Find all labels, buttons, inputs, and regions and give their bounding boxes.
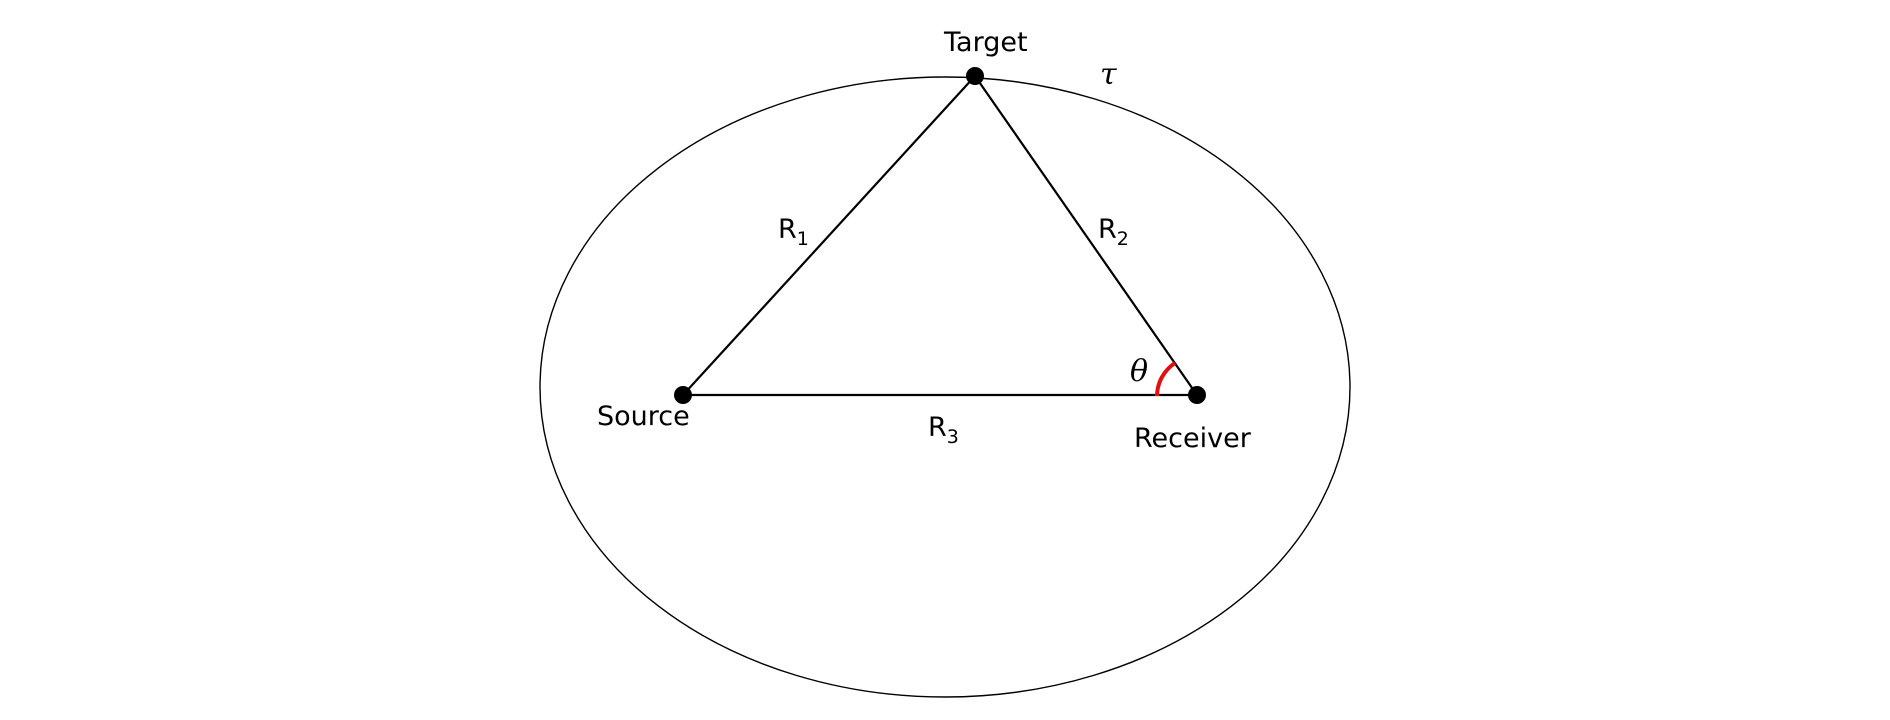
r2-base: R xyxy=(1098,214,1117,245)
source-label: Source xyxy=(597,401,690,432)
r1-base: R xyxy=(778,214,797,245)
r3-base: R xyxy=(928,412,947,443)
theta-symbol: θ xyxy=(1130,354,1148,389)
r1-label: R1 xyxy=(778,214,809,250)
target-label: Target xyxy=(943,27,1028,58)
r1-sub: 1 xyxy=(797,228,809,250)
edge-r1 xyxy=(682,75,976,396)
target-node xyxy=(966,67,984,85)
r2-label: R2 xyxy=(1098,214,1129,250)
iso-delay-ellipse xyxy=(539,76,1351,698)
receiver-node xyxy=(1188,386,1206,404)
r2-sub: 2 xyxy=(1117,228,1129,250)
source-node xyxy=(674,386,692,404)
r3-label: R3 xyxy=(928,412,959,448)
tau-symbol: τ xyxy=(1100,57,1117,92)
receiver-label: Receiver xyxy=(1134,423,1252,454)
theta-angle-arc xyxy=(1155,361,1177,397)
edge-r2 xyxy=(974,75,1198,396)
r3-sub: 3 xyxy=(947,426,959,448)
